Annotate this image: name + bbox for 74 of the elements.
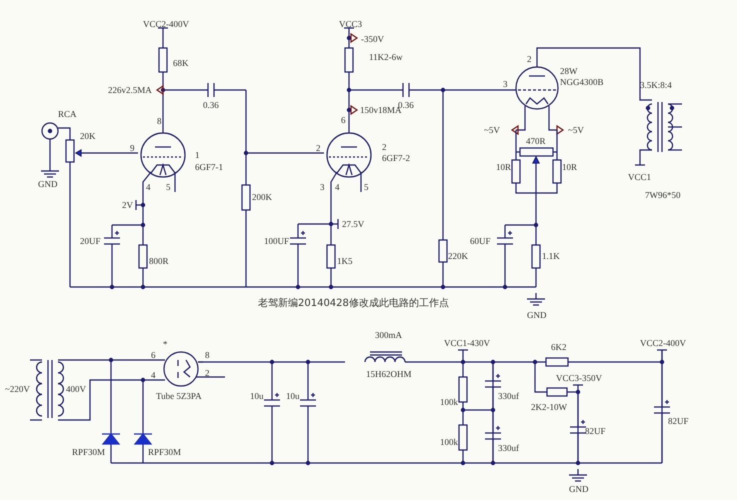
component-value: 0.36 <box>203 100 219 110</box>
voltage-label: 2V <box>122 200 133 210</box>
voltage-label: 27.5V <box>342 219 364 229</box>
pin-number: 8 <box>205 350 210 360</box>
pin-number: 4 <box>146 182 150 192</box>
pin-number: 2 <box>527 54 532 64</box>
pin-number: 8 <box>157 116 162 126</box>
component-value: 6K2 <box>551 342 566 352</box>
net-label: GND <box>569 484 588 494</box>
component-value: 200K <box>252 192 272 202</box>
component-value: 11K2-6w <box>369 52 403 62</box>
component-value: 800R <box>149 256 169 266</box>
pin-number: 5 <box>166 182 170 192</box>
component-value: 1.1K <box>542 251 560 261</box>
net-label: VCC1-430V <box>444 338 490 348</box>
voltage-label: ~220V <box>5 384 30 394</box>
net-label: VCC3-350V <box>556 373 602 383</box>
component-value: 470R <box>526 136 546 146</box>
component-value: 1K5 <box>337 256 352 266</box>
tube-type: NGG4300B <box>560 77 604 87</box>
net-label: VCC2-400V <box>143 19 190 29</box>
component-value: 330uf <box>498 391 519 401</box>
transformer-spec: 3.5K:8:4 <box>640 80 672 90</box>
tube-type: 6GF7-2 <box>382 153 410 163</box>
component-value: 10u <box>250 391 264 401</box>
component-value: 82UF <box>585 426 606 436</box>
tube-type: 6GF7-1 <box>195 162 224 172</box>
part-number: RPF30M <box>148 447 182 457</box>
component-value: 0.36 <box>398 100 414 110</box>
component-value: 68K <box>173 58 188 68</box>
voltage-label: ~5V <box>484 125 500 135</box>
pin-number: 3 <box>503 79 508 89</box>
transformer-spec: 7W96*50 <box>645 190 680 200</box>
component-value: 100k <box>440 437 458 447</box>
component-value: 20K <box>80 131 96 141</box>
component-value: 10R <box>496 162 512 172</box>
net-label: VCC3 <box>339 19 362 29</box>
pin-number: 5 <box>364 182 368 192</box>
component-value: 60UF <box>470 236 491 246</box>
pin-number: 4 <box>151 370 156 380</box>
net-label: GND <box>38 179 58 189</box>
pin-marker: * <box>163 339 168 349</box>
tube-index: 2 <box>382 142 386 152</box>
component-value: 300mA <box>375 330 402 340</box>
net-label: GND <box>527 310 546 320</box>
pin-number: 3 <box>320 182 324 192</box>
part-number: RPF30M <box>72 447 106 457</box>
tube-type: Tube 5Z3PA <box>156 391 202 401</box>
net-label: VCC2-400V <box>640 338 686 348</box>
tube-index: 1 <box>195 150 200 160</box>
voltage-label: 226v2.5MA <box>108 85 152 95</box>
power-rating: 28W <box>560 66 578 76</box>
component-value: 330uf <box>498 443 519 453</box>
pin-number: 9 <box>130 143 134 153</box>
pin-number: 2 <box>316 143 320 153</box>
pin-number: 6 <box>341 115 346 125</box>
voltage-label: 400V <box>66 384 86 394</box>
component-value: 100UF <box>264 236 290 246</box>
connector-label: RCA <box>58 109 77 119</box>
component-value: 100k <box>440 397 458 407</box>
voltage-label: ~5V <box>568 125 584 135</box>
component-value: 10u <box>286 391 300 401</box>
note: 老驾新编20140428修改成此电路的工作点 <box>258 296 449 310</box>
component-value: 15H62OHM <box>366 369 412 379</box>
component-value: 10R <box>562 162 578 172</box>
pin-number: 4 <box>335 182 340 192</box>
component-value: 82UF <box>668 416 689 426</box>
component-value: 2K2-10W <box>531 402 567 412</box>
component-value: 20UF <box>80 236 101 246</box>
voltage-label: -350V <box>361 34 384 44</box>
component-value: 220K <box>448 251 468 261</box>
pin-number: 6 <box>151 350 156 360</box>
pin-number: 2 <box>205 368 210 378</box>
net-label: VCC1 <box>628 172 652 182</box>
